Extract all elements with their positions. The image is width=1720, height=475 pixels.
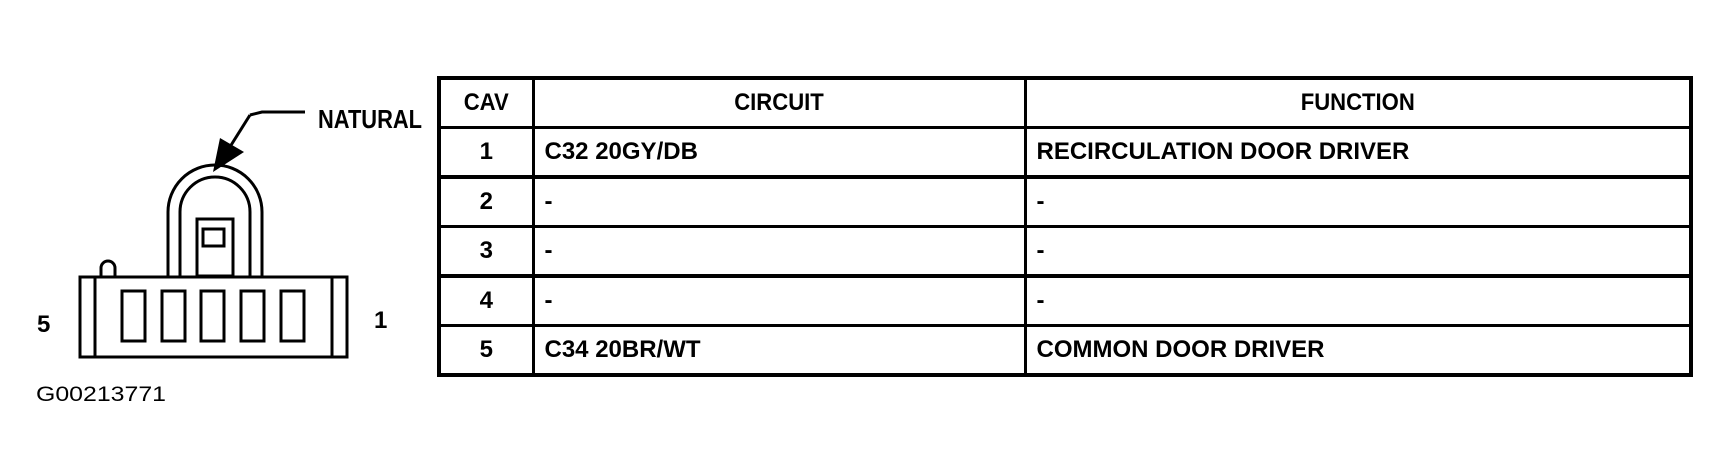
circuit-cell: C32 20GY/DB [531,126,1027,179]
natural-leader-arrow [213,110,305,172]
connector-body [78,275,349,359]
cavity-2 [239,289,266,343]
cavity-5 [120,289,147,343]
table-row: 3 - - [437,225,1693,278]
header-function: FUNCTION [1050,76,1666,129]
cav-cell: 4 [437,274,535,327]
header-circuit: CIRCUIT [551,76,1007,129]
color-label: NATURAL [318,104,422,134]
cav-cell: 3 [437,225,535,278]
cavity-4 [160,289,187,343]
table-row: 2 - - [437,175,1693,228]
function-cell: COMMON DOOR DRIVER [1023,324,1693,377]
table-row: 4 - - [437,274,1693,327]
figure-id: G00213771 [36,383,166,406]
cavity-3 [199,289,226,343]
table-row: 5 C34 20BR/WT COMMON DOOR DRIVER [437,324,1693,377]
cav-cell: 2 [437,175,535,228]
circuit-cell: C34 20BR/WT [531,324,1027,377]
connector-latch [166,163,264,278]
connector-pinout-table: CAV CIRCUIT FUNCTION 1 C32 20GY/DB RECIR… [437,76,1693,377]
connector-bump [99,259,117,276]
pin-label-right: 1 [374,307,387,334]
function-cell: - [1023,274,1693,327]
header-cav: CAV [441,76,531,129]
table-header-row: CAV CIRCUIT FUNCTION [439,76,1691,129]
connector-cavities [120,289,306,343]
circuit-cell: - [531,175,1027,228]
circuit-cell: - [531,225,1027,278]
function-cell: - [1023,175,1693,228]
pin-label-left: 5 [37,311,50,338]
function-cell: - [1023,225,1693,278]
circuit-cell: - [531,274,1027,327]
cav-cell: 5 [437,324,535,377]
cavity-1 [279,289,306,343]
function-cell: RECIRCULATION DOOR DRIVER [1023,126,1693,179]
table-row: 1 C32 20GY/DB RECIRCULATION DOOR DRIVER [437,126,1693,179]
connector-diagram: NATURAL 5 1 G00213771 [36,104,422,406]
cav-cell: 1 [437,126,535,179]
